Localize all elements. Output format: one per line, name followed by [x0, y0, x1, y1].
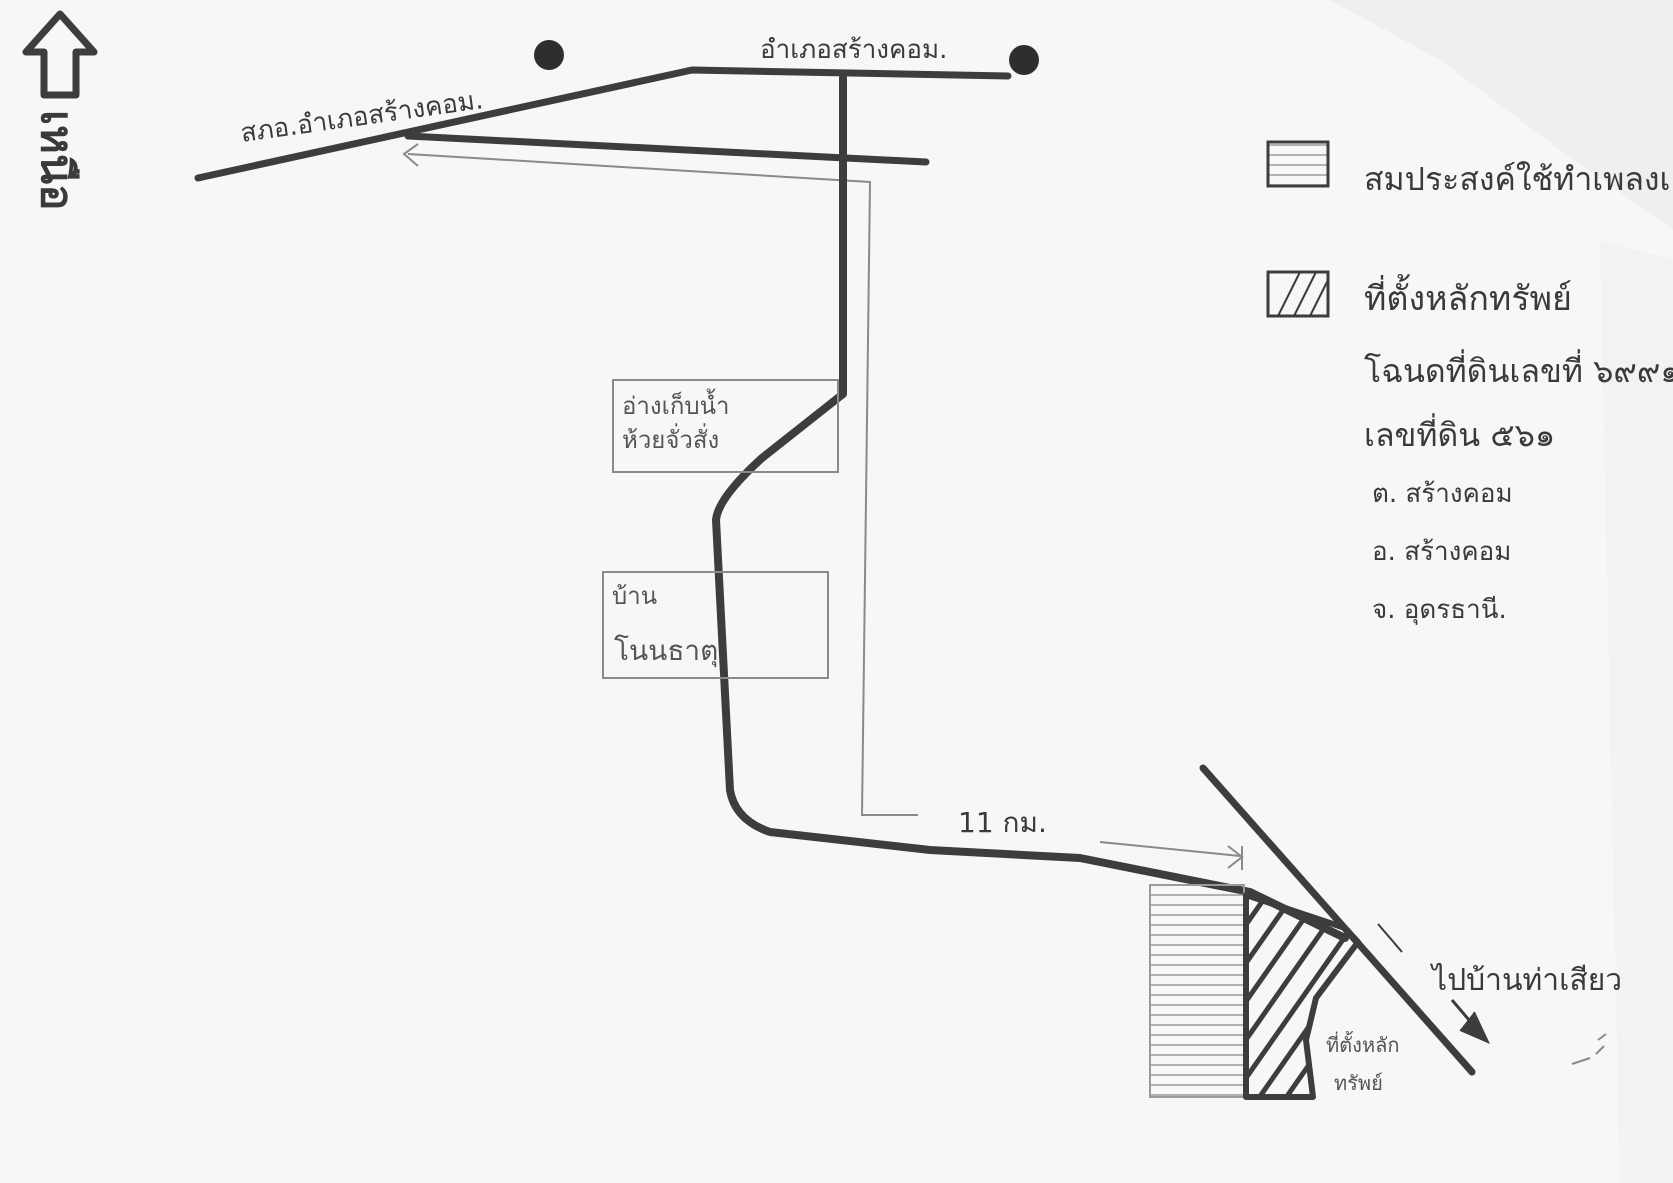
legend-detail-line5: จ. อุดรธานี. [1372, 595, 1507, 625]
direction-arrow-shaft [1450, 999, 1488, 1041]
legend-asset-hatch-2 [1293, 271, 1317, 317]
legend-public-land-label: สมประสงค์ใช้ทำเพลงเอง [1364, 160, 1673, 198]
village-label-line1: บ้าน [612, 582, 657, 610]
asset-plot-area [1243, 892, 1361, 1100]
legend-detail-line2: เลขที่ดิน ๕๖๑ [1364, 413, 1555, 454]
village-label-line2: โนนธาตุ [614, 634, 718, 668]
legend-detail-line1: โฉนดที่ดินเลขที่ ๖๙๙๑ [1364, 349, 1673, 390]
road-to-tha-siao [1199, 764, 1476, 1076]
distance-guide-line [407, 153, 918, 816]
district-center-label: อำเภอสร้างคอม. [760, 35, 947, 65]
paper-fold-shade-right [1600, 240, 1673, 1183]
to-village-label: ไปบ้านท่าเสียว [1430, 962, 1622, 998]
reservoir-label-line2: ห้วยจั่วสั่ง [622, 423, 719, 454]
asset-site-label-line1: ที่ตั้งหลัก [1326, 1031, 1400, 1057]
north-arrow-icon [22, 10, 98, 99]
pencil-scribble [1571, 1033, 1607, 1065]
guide-arrowhead-left [402, 143, 419, 167]
village-box [602, 571, 829, 679]
legend-asset-swatch [1266, 270, 1330, 318]
reservoir-label-line1: อ่างเก็บน้ำ [622, 388, 729, 420]
reservoir-box [612, 379, 839, 473]
public-land-area [1149, 884, 1245, 1098]
legend-asset-label: ที่ตั้งหลักทรัพย์ [1364, 274, 1572, 319]
legend-asset-hatch-1 [1277, 271, 1301, 317]
guide-arrowhead-right [1227, 845, 1244, 869]
road-side-tick [1377, 923, 1403, 953]
main-road-upper [194, 66, 1012, 182]
landmark-dot-left [534, 40, 564, 70]
landmark-dot-right [1009, 45, 1039, 75]
distance-guide-right [1099, 841, 1241, 857]
north-label: เหนือ [31, 110, 82, 211]
route-road [712, 74, 1349, 942]
legend-asset-hatch-3 [1309, 279, 1329, 317]
legend-detail-line4: อ. สร้างคอม [1372, 537, 1511, 567]
asset-site-label-line2: ทรัพย์ [1334, 1071, 1383, 1095]
legend-detail-line3: ต. สร้างคอม [1372, 479, 1513, 509]
paper-fold-shade [1330, 0, 1673, 230]
distance-label: 11 กม. [958, 806, 1047, 839]
legend-public-land-swatch [1266, 140, 1330, 188]
